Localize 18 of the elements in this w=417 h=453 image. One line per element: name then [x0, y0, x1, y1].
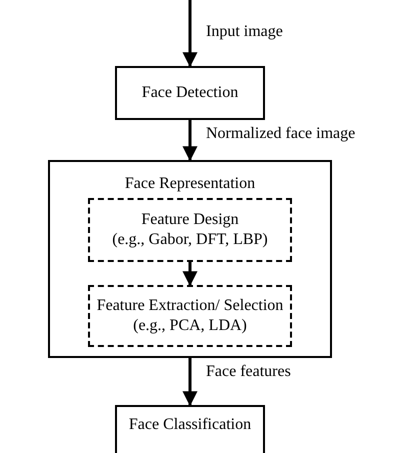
edge-label: Normalized face image	[206, 124, 356, 144]
arrow	[182, 358, 198, 406]
group-box	[48, 160, 332, 358]
arrow	[182, 0, 198, 68]
node-text: (e.g., Gabor, DFT, LBP)	[112, 230, 268, 250]
node-text: (e.g., PCA, LDA)	[133, 316, 247, 336]
edge-label: Input image	[206, 22, 283, 42]
process-box	[115, 66, 265, 120]
node-text: Feature Design	[141, 210, 239, 230]
node-text: Face Classification	[128, 415, 252, 435]
process-box	[115, 405, 265, 453]
node-text: Face Detection	[142, 83, 238, 103]
arrow	[182, 120, 198, 162]
node-text: Feature Extraction/ Selection	[96, 296, 284, 316]
dashed-box	[88, 198, 292, 262]
dashed-box	[88, 285, 292, 347]
arrow	[182, 262, 198, 286]
node-text: Face Representation	[124, 174, 256, 194]
